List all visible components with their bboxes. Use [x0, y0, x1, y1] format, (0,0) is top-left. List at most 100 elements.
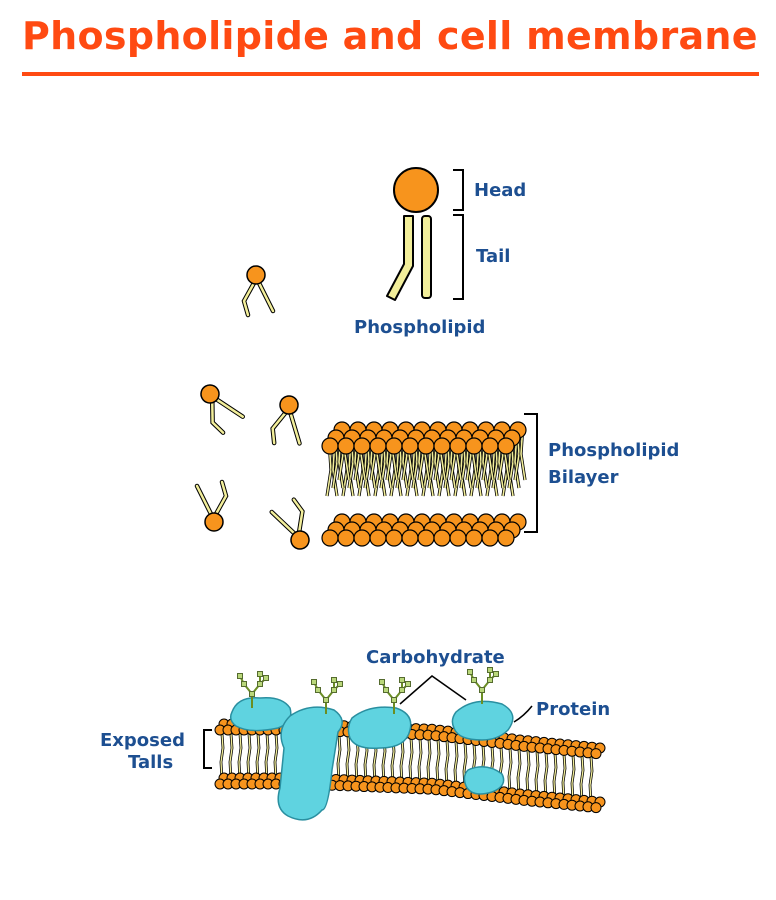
large-phospholipid [386, 167, 439, 301]
carbohydrate-sugar [249, 691, 255, 697]
membrane-tail [553, 753, 557, 800]
carbohydrate-pointer [399, 675, 467, 705]
large-head [393, 167, 439, 213]
bilayer-bottom-head [417, 529, 435, 547]
membrane-tail [400, 738, 404, 785]
carbohydrate-sugar [241, 681, 247, 687]
membrane-tail [436, 739, 440, 786]
free-head [246, 265, 266, 285]
bilayer-top-head [353, 437, 371, 455]
carbohydrate-sugar [237, 673, 243, 679]
bilayer-bottom-head [353, 529, 371, 547]
membrane-tail [256, 733, 260, 781]
carbohydrate-chain-2 [311, 677, 343, 714]
carbohydrate-sugar [399, 677, 405, 683]
carbohydrate-sugar [383, 687, 389, 693]
carbohydrate-sugar [323, 697, 329, 703]
bilayer-bottom-head [321, 529, 339, 547]
membrane-top-head [590, 748, 602, 760]
carbohydrate-sugar [311, 679, 317, 685]
membrane-tail [247, 733, 251, 781]
bilayer-bottom-head [465, 529, 483, 547]
membrane-tail [535, 751, 539, 798]
membrane-tail [409, 738, 413, 785]
page-title: Phospholipide and cell membrane [22, 14, 758, 58]
bilayer-top-head [321, 437, 339, 455]
bilayer-top-head [337, 437, 355, 455]
phospholipid-bilayer [321, 421, 527, 547]
free-tail [289, 412, 301, 445]
membrane-tail [238, 733, 242, 781]
carbohydrate-sugar [257, 681, 263, 687]
carbohydrate-chain-3 [379, 677, 411, 714]
membrane-tail [580, 756, 584, 803]
carbohydrate-sugar [257, 671, 263, 677]
free-phospholipid-2 [200, 384, 245, 435]
carbohydrate-sugar [493, 671, 499, 677]
carbohydrate-sugar [337, 681, 343, 687]
bilayer-top-head [481, 437, 499, 455]
carbohydrate-chain-4 [467, 667, 499, 704]
membrane-proteins [229, 696, 514, 821]
bilayer-bottom-head [433, 529, 451, 547]
membrane-tail [544, 752, 548, 799]
protein-label: Protein [536, 699, 610, 720]
membrane-tail [445, 740, 449, 788]
free-head [279, 395, 299, 415]
bilayer-label-line1: Phospholipid [548, 440, 679, 461]
free-phospholipids [194, 265, 310, 550]
membrane-tail [454, 742, 458, 789]
membrane-tail [571, 755, 575, 802]
bilayer-top-head [449, 437, 467, 455]
free-tail [211, 400, 225, 434]
bilayer-top-head [369, 437, 387, 455]
carbohydrate-chain-1 [237, 671, 269, 708]
membrane-tail [508, 748, 512, 795]
carbohydrate-sugar [379, 679, 385, 685]
head-label: Head [474, 180, 526, 201]
large-tail-left [386, 215, 414, 301]
bilayer-label-line2: Bilayer [548, 467, 619, 488]
free-phospholipid-4 [194, 479, 229, 532]
carbohydrate-sugar [487, 667, 493, 673]
membrane-tail [427, 739, 431, 786]
membrane-tail [562, 754, 566, 801]
free-tail [195, 484, 213, 516]
cell-membrane [214, 718, 606, 814]
membrane-tail [418, 738, 422, 785]
free-tail-outline [291, 497, 305, 535]
carbohydrate-label: Carbohydrate [366, 647, 505, 668]
bilayer-top-head [465, 437, 483, 455]
membrane-bottom-head [590, 802, 602, 814]
protein-1 [229, 696, 292, 732]
free-head [204, 512, 224, 532]
free-tail [292, 498, 304, 534]
bilayer-bracket [524, 413, 538, 533]
membrane-tail [346, 735, 350, 782]
carbohydrate-sugar [399, 687, 405, 693]
tail-bracket [453, 214, 464, 300]
bilayer-top-head [385, 437, 403, 455]
carbohydrate-sugar [471, 677, 477, 683]
free-tail [271, 411, 287, 445]
free-tail [270, 510, 296, 535]
exposed-tails-bracket [203, 729, 212, 769]
membrane-tail [517, 749, 521, 796]
free-phospholipid-1 [241, 265, 276, 318]
carbohydrate-sugar [263, 675, 269, 681]
protein-4 [451, 700, 514, 741]
carbohydrate-sugar [405, 681, 411, 687]
exposed-label-line2: Talls [128, 752, 173, 773]
free-tail [242, 281, 256, 317]
membrane-tail [229, 733, 233, 781]
bilayer-bottom-head [385, 529, 403, 547]
membrane-tail [265, 733, 269, 781]
bilayer-bottom-head [449, 529, 467, 547]
free-head [200, 384, 220, 404]
free-tail [215, 398, 244, 418]
tail-label: Tail [476, 246, 510, 267]
bilayer-bottom-head [337, 529, 355, 547]
carbohydrate-sugar [331, 687, 337, 693]
free-head [290, 530, 310, 550]
